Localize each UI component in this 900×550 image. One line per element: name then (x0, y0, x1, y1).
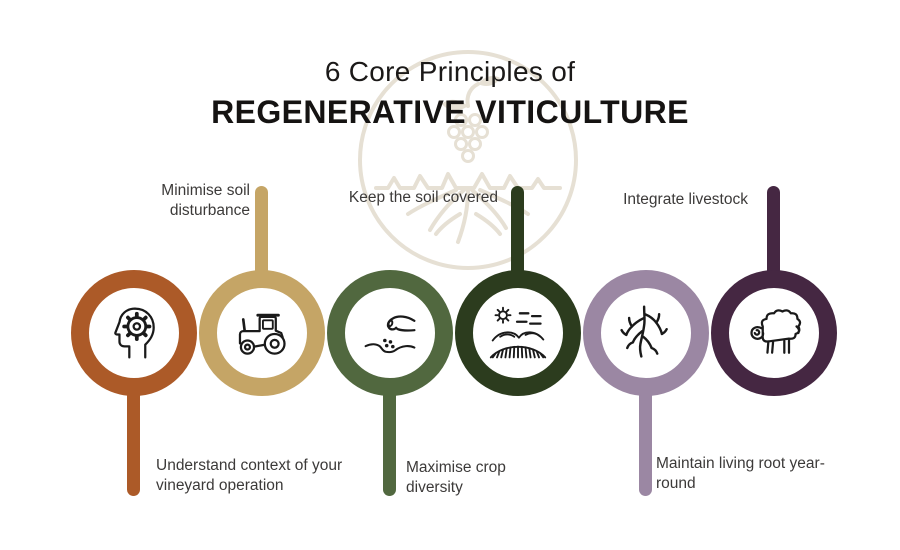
tractor-icon (238, 313, 286, 355)
sheep-icon (750, 309, 802, 354)
circle-principle-5 (583, 270, 709, 396)
head-gear-icon (114, 307, 155, 359)
label-principle-1: Understand context of your vineyard oper… (156, 457, 343, 495)
circle-principle-3 (327, 270, 453, 396)
circle-principle-6 (711, 270, 837, 396)
circle-principle-4 (455, 270, 581, 396)
title-line-2: REGENERATIVE VITICULTURE (211, 94, 689, 130)
label-principle-4: Keep the soil covered (348, 189, 498, 206)
label-principle-6: Integrate livestock (623, 191, 748, 208)
circle-principle-1 (71, 270, 197, 396)
label-principle-3: Maximise crop diversity (406, 459, 506, 497)
title-line-1: 6 Core Principles of (324, 56, 576, 87)
vine-and-roots-watermark-icon (358, 50, 578, 270)
sowing-seeds-icon (364, 315, 416, 354)
label-principle-5: Maintain living root year-round (656, 455, 825, 493)
label-principle-2: Minimise soil disturbance (161, 182, 250, 220)
living-roots-icon (620, 305, 668, 358)
circle-principle-2 (199, 270, 325, 396)
covered-field-icon (489, 306, 547, 359)
